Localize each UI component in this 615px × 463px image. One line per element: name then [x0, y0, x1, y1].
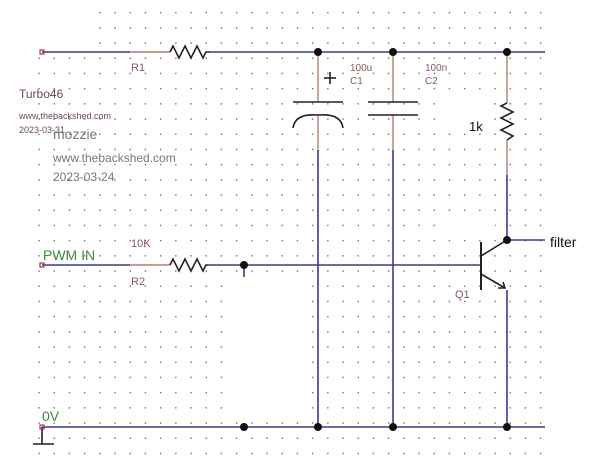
transistor-q1[interactable] [480, 239, 508, 290]
r3-value: 1k [469, 119, 483, 134]
blank-area [228, 278, 298, 418]
r2-value: 10K [131, 238, 151, 250]
component-leads [130, 51, 508, 266]
c1-ref: C1 [350, 76, 363, 87]
resistor-r1[interactable] [169, 44, 210, 60]
c1-value: 100u [350, 63, 373, 74]
credit-b-site: www.thebackshed.com [53, 151, 176, 165]
credit-a-site: www.thebackshed.com [19, 111, 112, 121]
credit-a-date: 2023-03-31 [19, 125, 66, 135]
r1-ref: R1 [131, 62, 146, 74]
r2-ref: R2 [131, 276, 146, 288]
ground-net-label: 0V [42, 408, 60, 424]
junctions [240, 48, 511, 431]
pwm-in-net-label: PWM IN [43, 247, 96, 263]
resistor-r3[interactable] [499, 102, 515, 141]
capacitor-c2[interactable] [368, 101, 418, 116]
q1-ref: Q1 [455, 289, 470, 301]
filter-net-label: filter [550, 234, 577, 250]
net-pins [39, 49, 45, 430]
c2-value: 100n [425, 63, 448, 74]
credit-b-date: 2023-03-24 [53, 170, 115, 184]
ground-symbol [33, 427, 54, 445]
c2-ref: C2 [425, 76, 438, 87]
credit-b-name: mozzie [53, 126, 98, 142]
wires [42, 51, 545, 428]
credit-a-name: Turbo46 [19, 87, 64, 101]
resistor-r2[interactable] [169, 257, 208, 273]
capacitor-c1[interactable] [292, 72, 344, 129]
